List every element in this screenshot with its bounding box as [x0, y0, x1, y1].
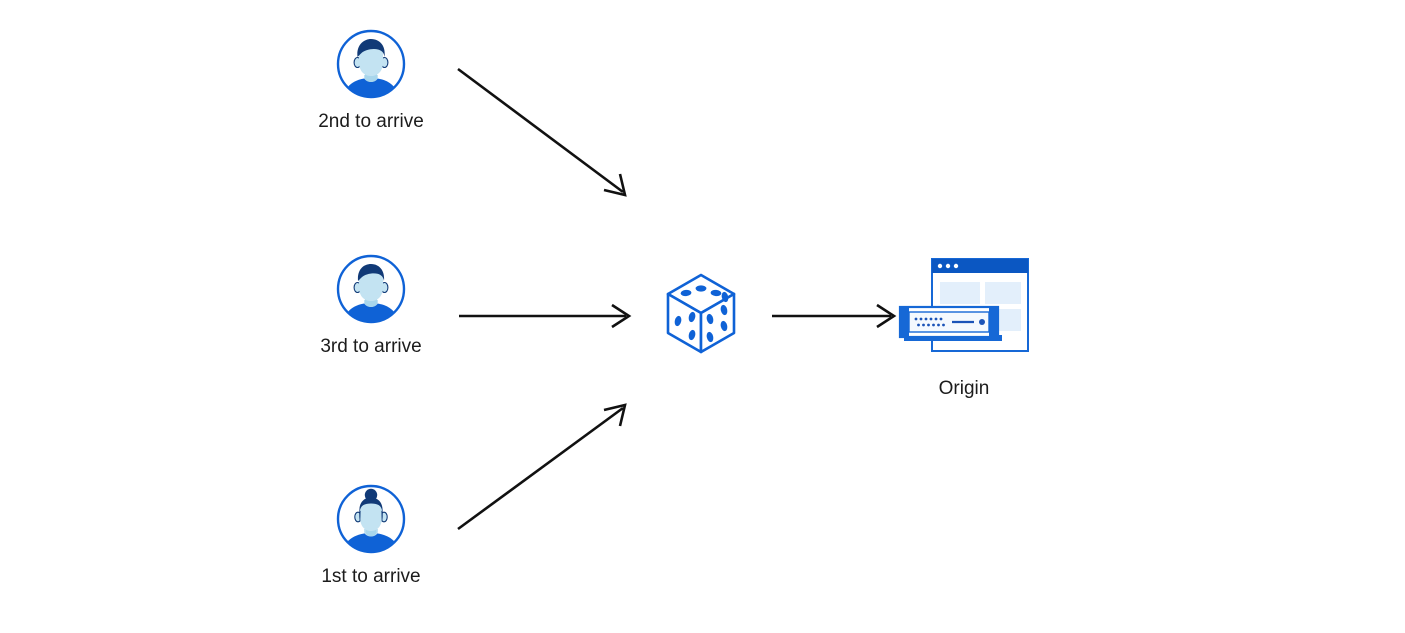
dice-icon: [661, 269, 741, 359]
user-avatar-icon: [335, 483, 407, 555]
node-label-origin: Origin: [938, 378, 990, 399]
node-origin[interactable]: Origin: [894, 255, 1034, 401]
node-randomizer[interactable]: [661, 269, 741, 359]
user-avatar-icon: [335, 253, 407, 325]
arrow-1st-to-dice: [457, 403, 627, 531]
arrow-3rd-to-dice: [459, 303, 632, 329]
server-appliance-shape: [898, 305, 1002, 341]
arrow-2nd-to-dice: [457, 67, 627, 197]
node-visitor-2nd[interactable]: 2nd to arrive: [311, 28, 431, 134]
origin-server-icon: [894, 255, 1034, 365]
node-label-visitor-3rd: 3rd to arrive: [320, 336, 422, 357]
node-visitor-3rd[interactable]: 3rd to arrive: [311, 253, 431, 359]
user-avatar-icon: [335, 28, 407, 100]
node-visitor-1st[interactable]: 1st to arrive: [311, 483, 431, 589]
arrow-dice-to-origin: [772, 303, 897, 329]
node-label-visitor-2nd: 2nd to arrive: [318, 111, 424, 132]
node-label-visitor-1st: 1st to arrive: [321, 566, 421, 587]
